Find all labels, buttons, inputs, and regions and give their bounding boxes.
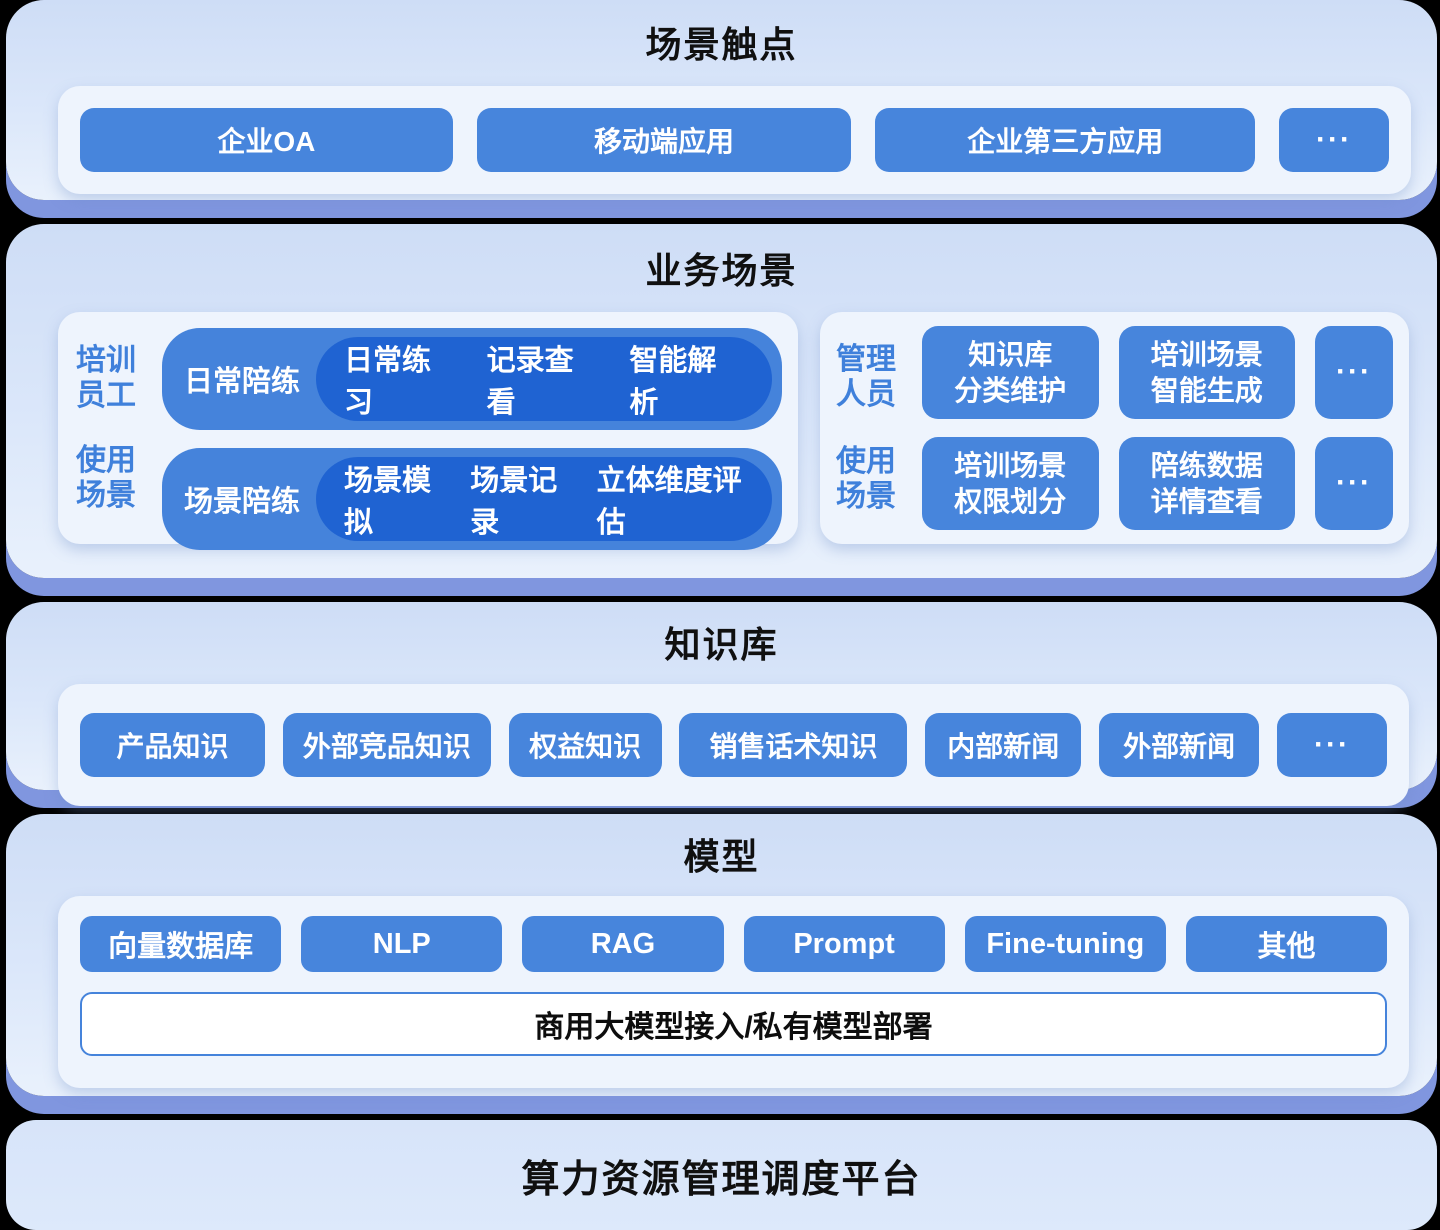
daily-sparring-pill: 日常陪练 日常练习 记录查看 智能解析 bbox=[162, 328, 782, 430]
scene-sparring-label: 场景陪练 bbox=[184, 486, 301, 518]
label-line: 管理 bbox=[836, 342, 896, 376]
chip-kb-maintenance: 知识库 分类维护 bbox=[922, 326, 1099, 419]
band-computing-platform: 算力资源管理调度平台 bbox=[6, 1120, 1437, 1230]
chip-scene-generation: 培训场景 智能生成 bbox=[1118, 326, 1295, 419]
band-scene-touchpoints: 场景触点 企业OA 移动端应用 企业第三方应用 ··· bbox=[6, 0, 1437, 200]
chip-sparring-data-detail: 陪练数据 详情查看 bbox=[1118, 437, 1295, 530]
label-line: 人员 bbox=[836, 378, 896, 411]
capsule-item: 智能解析 bbox=[629, 345, 717, 419]
node-product-knowledge: 产品知识 bbox=[80, 713, 265, 777]
band-title-platform: 算力资源管理调度平台 bbox=[521, 1158, 922, 1201]
node-mobile-app: 移动端应用 bbox=[476, 108, 852, 172]
chip-line: 权限划分 bbox=[954, 485, 1067, 517]
chip-line: 陪练数据 bbox=[1150, 449, 1263, 481]
node-external-news: 外部新闻 bbox=[1099, 713, 1260, 777]
manager-chips-grid: 知识库 分类维护 培训场景 智能生成 ··· 培训场景 权限划分 陪练数据 详情… bbox=[922, 326, 1393, 530]
label-group-manager: 管理 人员 bbox=[836, 342, 910, 413]
chip-line: 详情查看 bbox=[1150, 485, 1263, 517]
band-model: 模型 向量数据库 NLP RAG Prompt Fine-tuning 其他 商… bbox=[6, 814, 1437, 1096]
capsule-item: 场景记录 bbox=[470, 465, 558, 539]
label-line: 使用 bbox=[836, 444, 896, 478]
scene-sparring-pill: 场景陪练 场景模拟 场景记录 立体维度评估 bbox=[162, 448, 782, 550]
trainee-scenes-label: 培训 员工 使用 场景 bbox=[76, 328, 150, 528]
band-business-scenes: 业务场景 培训 员工 使用 场景 日常陪练 日常练习 记录查看 bbox=[6, 224, 1437, 578]
chip-line: 培训场景 bbox=[954, 449, 1067, 481]
ellipsis-node: ··· bbox=[1315, 326, 1393, 419]
ellipsis-node: ··· bbox=[1279, 108, 1389, 172]
capsule-item: 场景模拟 bbox=[344, 465, 432, 539]
ellipsis-node: ··· bbox=[1315, 437, 1393, 530]
label-line: 员工 bbox=[76, 379, 136, 412]
band-title-model: 模型 bbox=[683, 836, 760, 877]
ellipsis-node: ··· bbox=[1276, 713, 1387, 777]
trainee-scenes-panel: 培训 员工 使用 场景 日常陪练 日常练习 记录查看 智能解析 bbox=[58, 312, 798, 550]
model-access-bar: 商用大模型接入/私有模型部署 bbox=[80, 992, 1387, 1056]
node-sales-script-knowledge: 销售话术知识 bbox=[679, 713, 908, 777]
trainee-rows: 日常陪练 日常练习 记录查看 智能解析 场景陪练 场景模拟 场景记录 立体维度评… bbox=[162, 328, 782, 550]
node-rights-knowledge: 权益知识 bbox=[508, 713, 662, 777]
manager-scenes-label: 管理 人员 使用 场景 bbox=[836, 326, 910, 530]
model-panel: 向量数据库 NLP RAG Prompt Fine-tuning 其他 商用大模… bbox=[58, 896, 1409, 1088]
node-enterprise-oa: 企业OA bbox=[80, 108, 453, 172]
label-line: 培训 bbox=[76, 343, 136, 377]
label-group-trainee: 培训 员工 bbox=[76, 343, 150, 414]
node-vector-database: 向量数据库 bbox=[80, 916, 282, 972]
node-fine-tuning: Fine-tuning bbox=[964, 916, 1166, 972]
label-line: 使用 bbox=[76, 443, 136, 477]
chip-line: 分类维护 bbox=[954, 374, 1067, 406]
manager-scenes-panel: 管理 人员 使用 场景 知识库 分类维护 培训场景 智能生成 ··· bbox=[820, 312, 1409, 544]
band-title-knowledge: 知识库 bbox=[664, 624, 779, 665]
band-knowledge-base: 知识库 产品知识 外部竞品知识 权益知识 销售话术知识 内部新闻 外部新闻 ··… bbox=[6, 602, 1437, 806]
label-line: 场景 bbox=[836, 480, 896, 513]
node-third-party-app: 企业第三方应用 bbox=[875, 108, 1256, 172]
label-group-usage: 使用 场景 bbox=[836, 444, 910, 515]
chip-permission-division: 培训场景 权限划分 bbox=[922, 437, 1099, 530]
node-other: 其他 bbox=[1185, 916, 1388, 972]
daily-sparring-capsule: 日常练习 记录查看 智能解析 bbox=[316, 337, 772, 421]
chip-line: 知识库 bbox=[968, 338, 1053, 370]
label-line: 场景 bbox=[76, 479, 136, 512]
chip-line: 培训场景 bbox=[1150, 338, 1263, 370]
touchpoints-panel: 企业OA 移动端应用 企业第三方应用 ··· bbox=[58, 86, 1411, 194]
band-title-touchpoints: 场景触点 bbox=[645, 24, 798, 65]
chip-line: 智能生成 bbox=[1150, 374, 1263, 406]
knowledge-panel: 产品知识 外部竞品知识 权益知识 销售话术知识 内部新闻 外部新闻 ··· bbox=[58, 684, 1409, 806]
node-prompt: Prompt bbox=[743, 916, 945, 972]
capsule-item: 记录查看 bbox=[486, 345, 574, 419]
model-nodes-row: 向量数据库 NLP RAG Prompt Fine-tuning 其他 bbox=[80, 916, 1388, 972]
node-competitor-knowledge: 外部竞品知识 bbox=[282, 713, 491, 777]
scene-sparring-capsule: 场景模拟 场景记录 立体维度评估 bbox=[316, 457, 772, 541]
band-title-business: 业务场景 bbox=[645, 250, 798, 291]
node-internal-news: 内部新闻 bbox=[925, 713, 1082, 777]
node-nlp: NLP bbox=[301, 916, 503, 972]
business-panels-row: 培训 员工 使用 场景 日常陪练 日常练习 记录查看 智能解析 bbox=[58, 312, 1409, 550]
label-group-usage: 使用 场景 bbox=[76, 443, 150, 514]
capsule-item: 日常练习 bbox=[344, 345, 432, 419]
daily-sparring-label: 日常陪练 bbox=[184, 366, 301, 398]
node-rag: RAG bbox=[522, 916, 724, 972]
capsule-item: 立体维度评估 bbox=[596, 465, 742, 539]
